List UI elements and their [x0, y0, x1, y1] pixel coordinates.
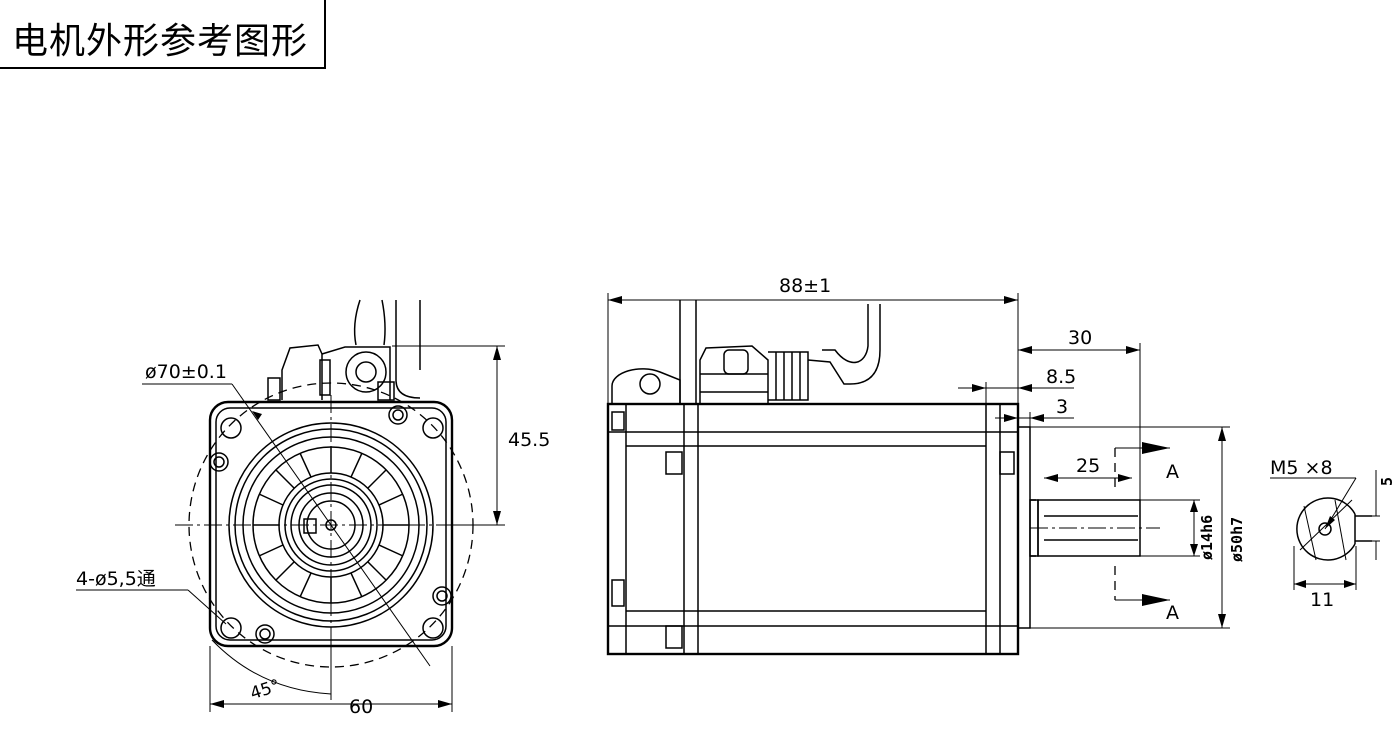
mounting-holes	[220, 417, 444, 639]
dim-pilot-dia	[1030, 426, 1230, 629]
flange-circle-leader	[142, 383, 431, 667]
side-view	[606, 293, 1230, 656]
dim-45-deg	[211, 639, 332, 698]
label-3: 3	[1056, 396, 1068, 418]
keyway-mark	[303, 518, 317, 534]
dim-25	[1044, 448, 1132, 490]
dim-88	[607, 293, 1019, 404]
shaft-section	[1296, 497, 1356, 561]
drawing-title: 电机外形参考图形	[12, 21, 309, 62]
front-view	[76, 299, 505, 712]
motor-body-outline	[606, 402, 1020, 656]
dim-shaft-dia	[1140, 499, 1200, 557]
dim-30	[1018, 343, 1141, 500]
section-a-markers	[1114, 442, 1170, 606]
label-section-a-top: A	[1166, 461, 1179, 483]
label-88: 88±1	[779, 275, 831, 297]
label-key-height: 5	[1378, 477, 1396, 486]
dim-45-5	[392, 345, 505, 526]
label-thread: M5 ×8	[1270, 457, 1333, 479]
screw-heads	[209, 405, 452, 644]
connector-top	[267, 299, 421, 401]
title-box: 电机外形参考图形	[0, 0, 326, 69]
dim-60	[209, 646, 453, 712]
label-45-5: 45.5	[508, 429, 550, 451]
label-60: 60	[349, 696, 373, 718]
section-view	[1270, 470, 1380, 590]
label-shaft-dia: ø14h6	[1198, 515, 1216, 560]
mount-holes-leader	[76, 589, 227, 625]
label-mount-holes: 4-ø5,5通	[76, 568, 156, 590]
label-25: 25	[1076, 455, 1100, 477]
label-pilot-dia: ø50h7	[1228, 517, 1246, 562]
label-angle: 45°	[248, 676, 283, 704]
label-section-a-bottom: A	[1166, 602, 1179, 624]
label-flange-circle: ø70±0.1	[145, 361, 227, 383]
label-key-width: 11	[1310, 589, 1334, 611]
pilot-flange	[1017, 426, 1031, 629]
dim-8-5	[958, 382, 1074, 404]
side-connectors	[611, 300, 881, 404]
label-30: 30	[1068, 327, 1092, 349]
label-8-5: 8.5	[1046, 366, 1076, 388]
dim-3	[995, 412, 1074, 427]
